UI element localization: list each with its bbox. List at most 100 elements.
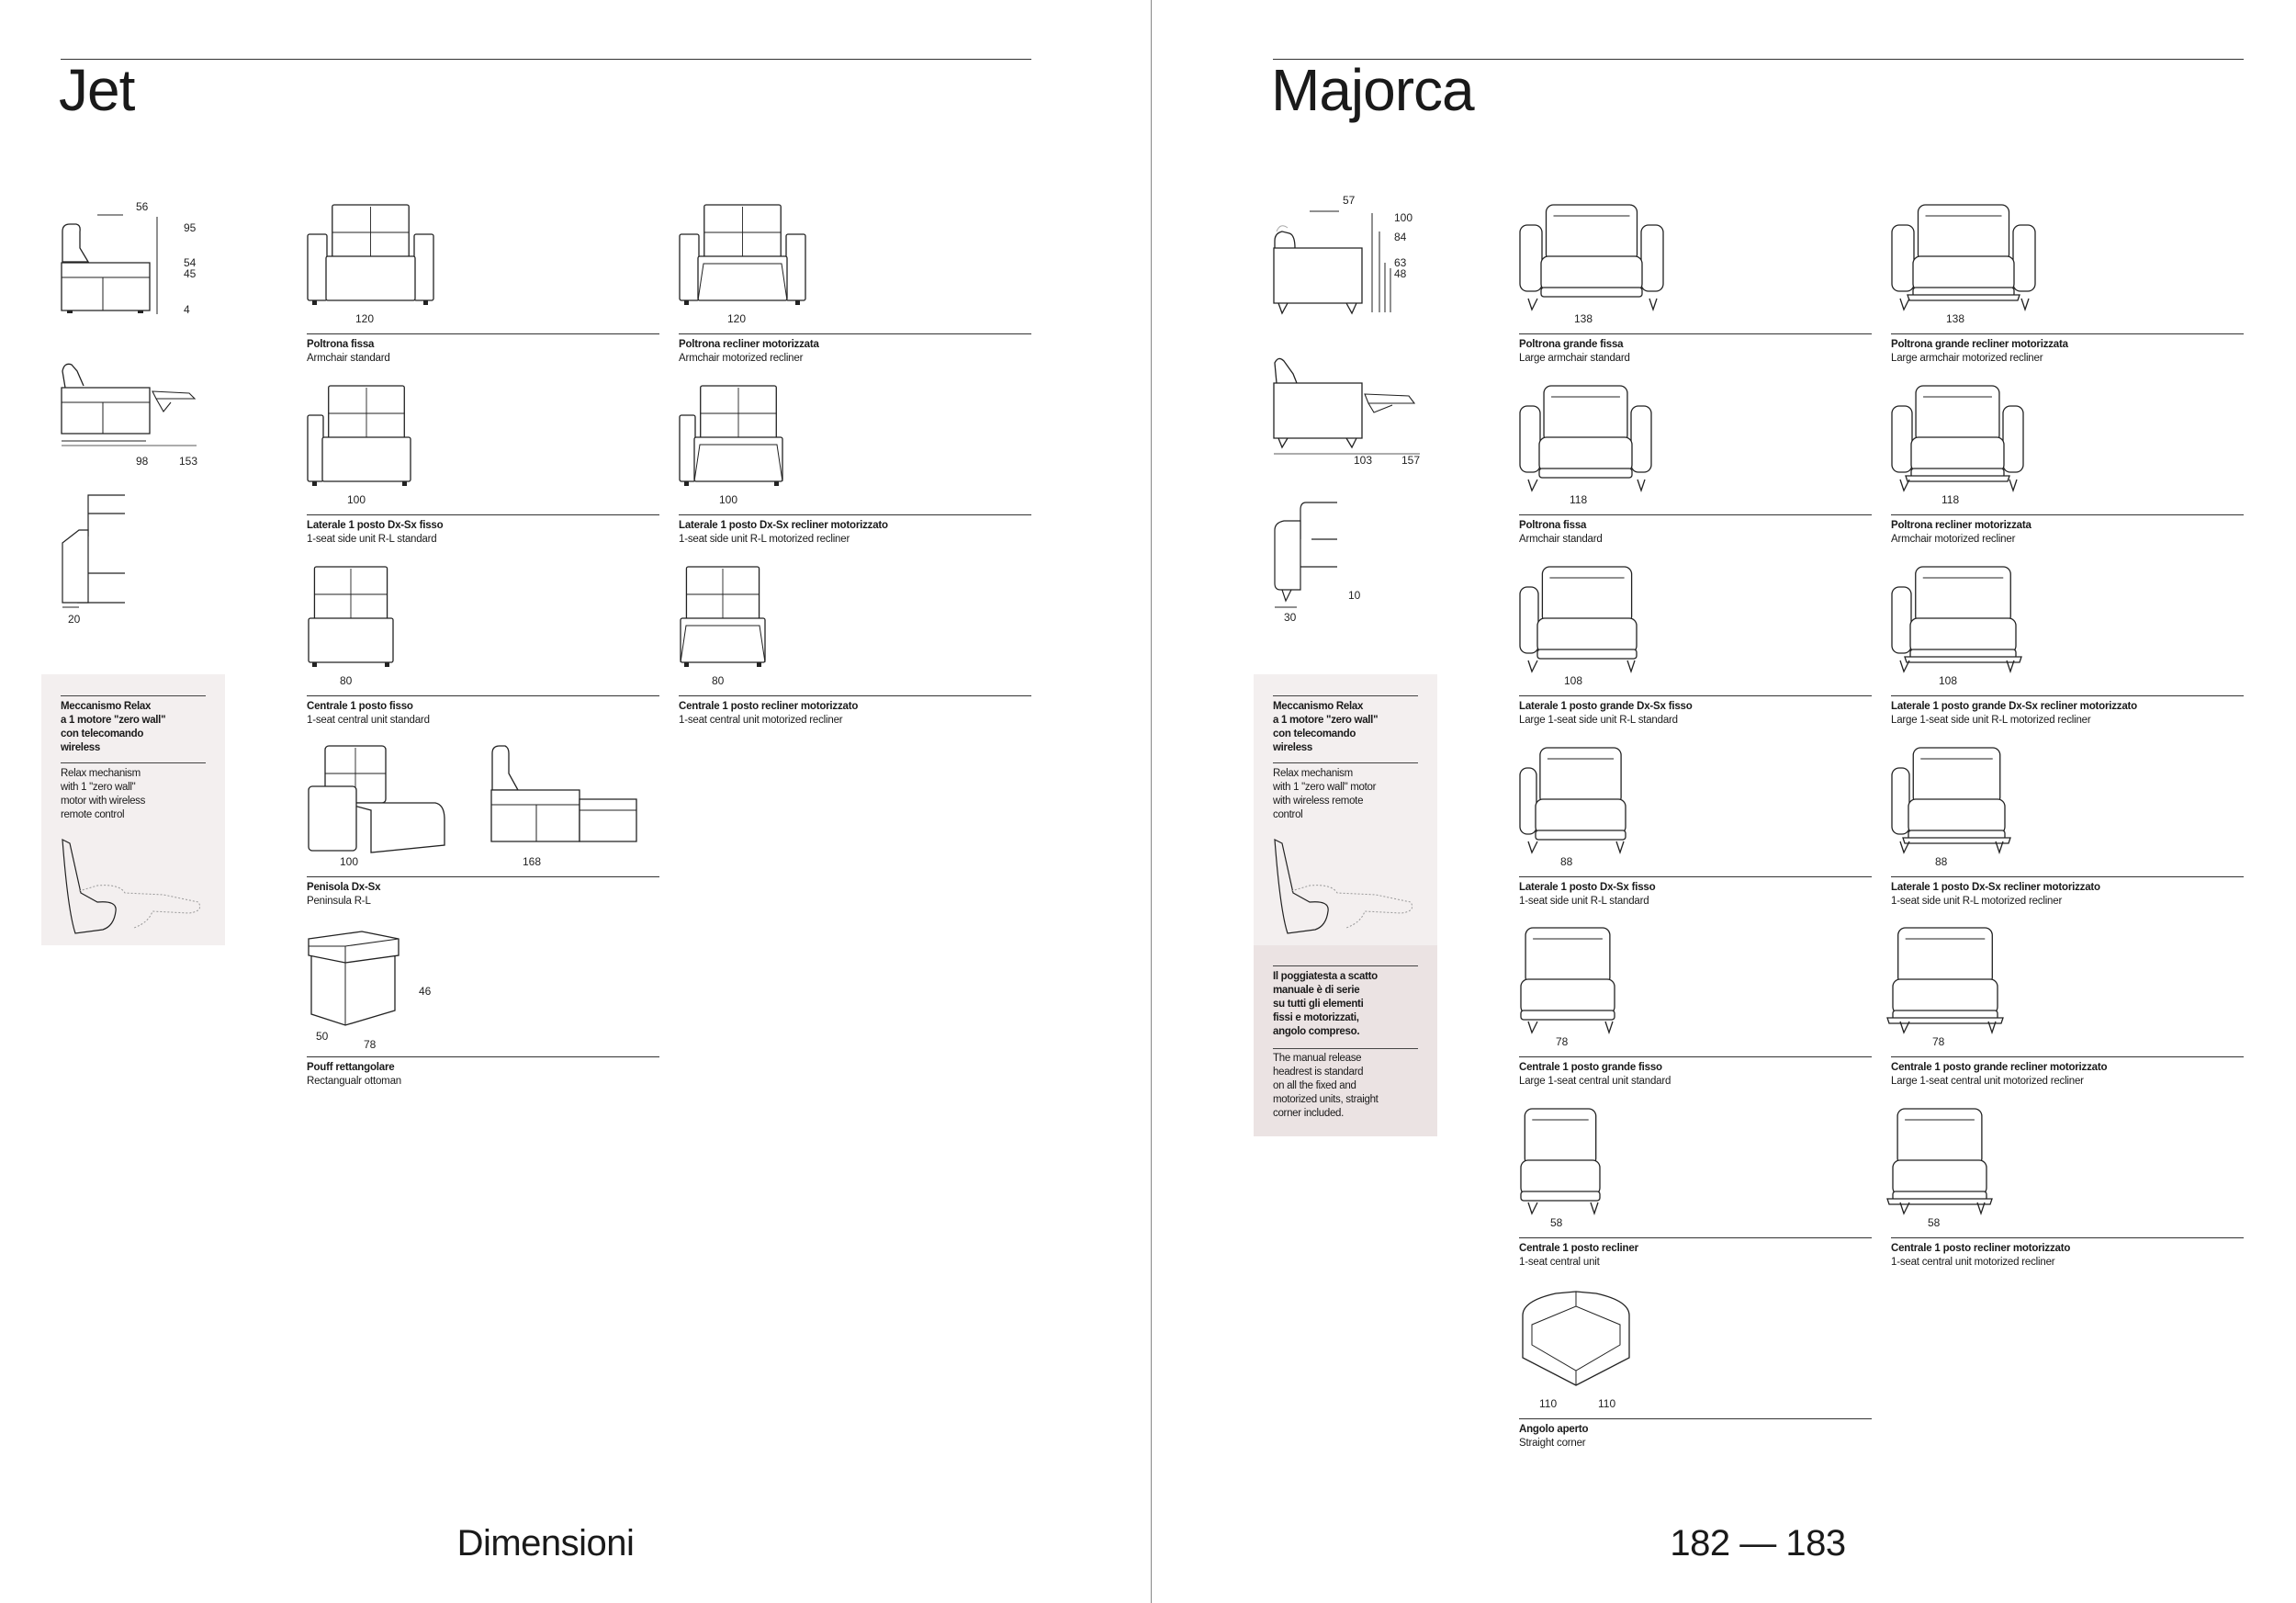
- armchair-icon: [307, 203, 434, 305]
- armchair-icon: [1519, 384, 1652, 492]
- dim-closed-depth: 98: [136, 455, 149, 468]
- page-numbers: 182 — 183: [1670, 1523, 1846, 1563]
- dimension-label: 78: [1932, 1035, 1945, 1048]
- dimension-label: 78: [364, 1038, 377, 1051]
- dim-arm-width: 20: [68, 613, 81, 626]
- divider: [1519, 514, 1872, 515]
- product-description: 1-seat central unit motorized recliner: [679, 715, 843, 726]
- dim-arm-height: 54: [184, 256, 197, 269]
- dimension-label: 88: [1560, 855, 1573, 868]
- product-name: Centrale 1 posto recliner: [1519, 1243, 1638, 1254]
- side-unit-recliner-icon: [679, 384, 784, 486]
- divider: [1519, 333, 1872, 334]
- armchair-recliner-icon: [679, 203, 806, 305]
- peninsula-icon: [307, 746, 637, 854]
- product-name: Laterale 1 posto Dx-Sx recliner motorizz…: [679, 520, 888, 531]
- product-name: Centrale 1 posto grande recliner motoriz…: [1891, 1062, 2108, 1073]
- page-gutter-divider: [1151, 0, 1152, 1603]
- dimension-label: 100: [347, 493, 366, 506]
- product-description: 1-seat side unit R-L standard: [1519, 896, 1649, 907]
- product-name: Centrale 1 posto fisso: [307, 701, 413, 712]
- right-page-title: Majorca: [1271, 57, 1475, 123]
- dimension-label: 138: [1574, 312, 1593, 325]
- product-description: 1-seat central unit standard: [307, 715, 430, 726]
- product-name: Pouff rettangolare: [307, 1062, 395, 1073]
- product-description: Rectangualr ottoman: [307, 1076, 401, 1087]
- product-name: Angolo aperto: [1519, 1424, 1589, 1435]
- product-name: Poltrona grande fissa: [1519, 339, 1624, 350]
- product-name: Centrale 1 posto recliner motorizzato: [1891, 1243, 2071, 1254]
- central-unit-icon: [307, 565, 395, 667]
- product-name: Poltrona fissa: [307, 339, 375, 350]
- product-name: Laterale 1 posto Dx-Sx fisso: [307, 520, 444, 531]
- divider: [679, 514, 1031, 515]
- dim-height: 95: [184, 221, 197, 234]
- info-body: Relax mechanism with 1 "zero wall" motor…: [1273, 768, 1377, 820]
- dimension-label: 100: [340, 855, 359, 868]
- divider: [1519, 1056, 1872, 1057]
- divider: [1891, 1237, 2244, 1238]
- divider: [1273, 1048, 1418, 1049]
- dim-height-max: 100: [1394, 211, 1413, 224]
- side-view-icon: [1273, 220, 1392, 317]
- large-side-unit-recliner-icon: [1891, 565, 2018, 673]
- dimension-label: 110: [1539, 1397, 1558, 1410]
- side-unit-recliner-icon: [1891, 746, 2007, 854]
- divider: [307, 333, 659, 334]
- divider: [1891, 514, 2244, 515]
- divider: [1519, 1418, 1872, 1419]
- top-view-icon: [61, 495, 127, 610]
- divider: [679, 695, 1031, 696]
- divider: [1273, 762, 1418, 763]
- dim-seat-height: 45: [184, 267, 197, 280]
- product-description: 1-seat side unit R-L motorized recliner: [679, 534, 850, 545]
- divider: [1891, 695, 2244, 696]
- dimension-label: 120: [727, 312, 747, 325]
- product-name: Poltrona fissa: [1519, 520, 1587, 531]
- side-unit-icon: [1519, 746, 1627, 854]
- recliner-motion-icon: [1273, 838, 1420, 934]
- left-page-title: Jet: [59, 57, 135, 123]
- dim-foot-height: 4: [184, 303, 190, 316]
- dim-reclined-depth: 153: [179, 455, 198, 468]
- product-description: Armchair standard: [307, 353, 390, 364]
- dimension-label: 78: [1556, 1035, 1569, 1048]
- large-side-unit-icon: [1519, 565, 1638, 673]
- note-body: The manual release headrest is standard …: [1273, 1053, 1379, 1119]
- dimension-label: 100: [719, 493, 738, 506]
- product-name: Laterale 1 posto Dx-Sx fisso: [1519, 882, 1656, 893]
- dimension-label: 118: [1570, 493, 1588, 506]
- large-armchair-icon: [1519, 203, 1664, 311]
- divider: [61, 762, 206, 763]
- side-unit-icon: [307, 384, 412, 486]
- divider: [1519, 695, 1872, 696]
- dim-depth: 57: [1343, 194, 1356, 207]
- product-name: Centrale 1 posto grande fisso: [1519, 1062, 1662, 1073]
- dim-arm-width: 30: [1284, 611, 1297, 624]
- divider: [1891, 1056, 2244, 1057]
- dimension-label: 88: [1935, 855, 1948, 868]
- armchair-recliner-icon: [1891, 384, 2024, 492]
- product-description: 1-seat central unit: [1519, 1257, 1600, 1268]
- divider: [1273, 965, 1418, 966]
- central-unit-recliner-icon: [1891, 1107, 1988, 1215]
- central-unit-icon: [1519, 1107, 1602, 1215]
- product-name: Centrale 1 posto recliner motorizzato: [679, 701, 859, 712]
- dim-height: 84: [1394, 231, 1407, 243]
- divider: [1519, 1237, 1872, 1238]
- dimension-label: 120: [355, 312, 375, 325]
- right-top-rule: [1273, 59, 2244, 60]
- dim-foot-height: 10: [1348, 589, 1361, 602]
- product-description: Large armchair standard: [1519, 353, 1630, 364]
- dim-arm-height: 63: [1394, 256, 1407, 269]
- product-description: Straight corner: [1519, 1438, 1586, 1449]
- product-name: Penisola Dx-Sx: [307, 882, 381, 893]
- dimension-label: 108: [1564, 674, 1583, 687]
- central-unit-recliner-icon: [679, 565, 767, 667]
- product-name: Poltrona recliner motorizzata: [1891, 520, 2032, 531]
- product-description: Large 1-seat central unit standard: [1519, 1076, 1671, 1087]
- dimension-label: 80: [340, 674, 353, 687]
- product-description: Peninsula R-L: [307, 896, 371, 907]
- dimension-label: 108: [1939, 674, 1958, 687]
- dimension-label: 80: [712, 674, 725, 687]
